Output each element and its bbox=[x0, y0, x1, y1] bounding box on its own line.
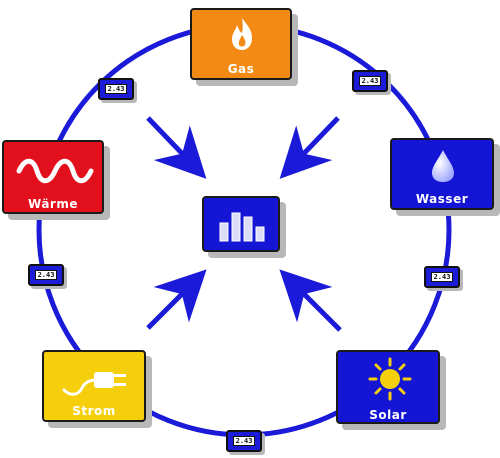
meter-gas-wasser: 2.43 bbox=[352, 70, 388, 92]
meter-waerme-gas: 2.43 bbox=[98, 78, 134, 100]
arrow-from-gas-right bbox=[279, 116, 340, 179]
waerme-node: Wärme bbox=[2, 140, 104, 214]
sun-icon bbox=[368, 357, 412, 401]
plug-icon bbox=[62, 372, 126, 396]
meter-display: 2.43 bbox=[105, 84, 127, 94]
wasser-label: Wasser bbox=[415, 192, 469, 206]
wasser-node: Wasser bbox=[390, 138, 494, 210]
bar-chart-icon bbox=[214, 207, 270, 243]
gas-node: Gas bbox=[190, 8, 292, 80]
meter-display: 2.43 bbox=[359, 76, 381, 86]
flame-icon bbox=[232, 18, 252, 50]
meter-wasser-solar: 2.43 bbox=[424, 266, 460, 288]
solar-node: Solar bbox=[336, 350, 440, 424]
heat-wave-icon bbox=[16, 158, 94, 184]
strom-label: Strom bbox=[72, 404, 116, 418]
meter-strom-waerme: 2.43 bbox=[28, 264, 64, 286]
solar-label: Solar bbox=[369, 408, 407, 422]
arrow-from-gas-left bbox=[146, 116, 207, 179]
meter-solar-strom: 2.43 bbox=[226, 430, 262, 452]
arrow-from-strom bbox=[146, 269, 207, 330]
gas-label: Gas bbox=[227, 62, 255, 76]
meter-display: 2.43 bbox=[35, 270, 57, 280]
arrow-from-solar bbox=[279, 269, 342, 332]
meter-display: 2.43 bbox=[233, 436, 255, 446]
waerme-label: Wärme bbox=[28, 197, 78, 211]
center-analytics-node bbox=[202, 196, 280, 252]
strom-node: Strom bbox=[42, 350, 146, 422]
water-drop-icon bbox=[432, 150, 454, 182]
meter-display: 2.43 bbox=[431, 272, 453, 282]
